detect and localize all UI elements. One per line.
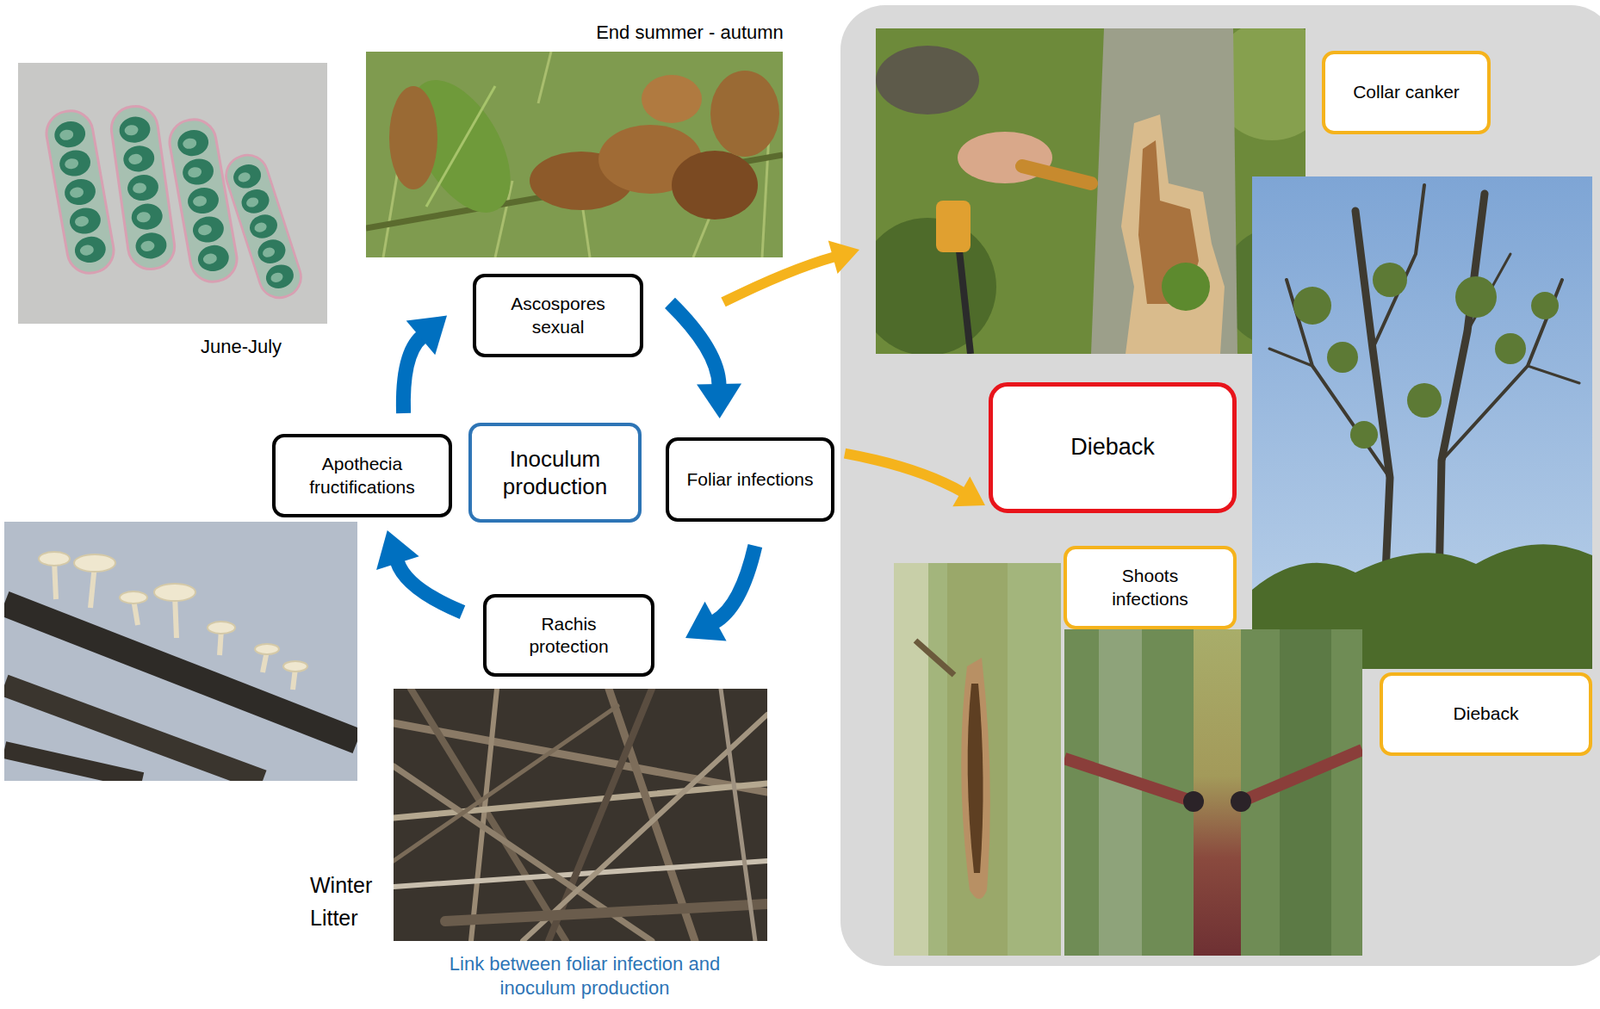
symptom-box: Dieback xyxy=(1379,672,1593,757)
arrow-head xyxy=(685,601,727,642)
shoot-photo xyxy=(1064,629,1363,956)
box-label: Foliar infections xyxy=(686,468,813,491)
box-label: Dieback xyxy=(1070,433,1155,463)
arrow-head xyxy=(406,316,447,356)
season-label: Winter Litter xyxy=(310,869,397,935)
spores-photo xyxy=(18,62,328,324)
box-label: Ascospores sexual xyxy=(496,292,620,339)
box-label: Rachis protection xyxy=(512,613,626,659)
process-box: Apothecia fructifications xyxy=(272,434,453,518)
arrow-head xyxy=(828,240,860,274)
process-box: Foliar infections xyxy=(665,437,835,522)
season-label: End summer - autumn xyxy=(560,20,819,45)
cycle-arrow xyxy=(669,303,742,419)
symptom-photo: Collar canker xyxy=(875,28,1306,354)
arrow-head xyxy=(952,477,986,508)
box-label: Dieback xyxy=(1453,702,1520,726)
tree-photo xyxy=(1252,176,1593,670)
arrow-line xyxy=(844,453,963,493)
arrow-line xyxy=(396,561,463,613)
arrow-line xyxy=(713,545,756,623)
litter-photo xyxy=(393,688,768,942)
cycle-arrow xyxy=(403,316,447,415)
shoot-photo xyxy=(893,563,1061,956)
process-box: Ascospores sexual xyxy=(472,273,644,358)
arrow-line xyxy=(723,256,835,303)
leaves-photo xyxy=(365,51,783,258)
box-label: Shoots infections xyxy=(1092,564,1208,611)
season-label: June-July xyxy=(155,334,328,360)
panel xyxy=(840,5,1600,967)
box-label: Collar canker xyxy=(1352,80,1460,104)
cycle-arrow xyxy=(844,453,986,508)
arrow-line xyxy=(403,336,422,414)
symptom-box: Shoots infections xyxy=(1063,545,1237,630)
cycle-arrow xyxy=(723,240,860,303)
box-label: Apothecia fructifications xyxy=(291,452,434,499)
cycle-arrow xyxy=(376,530,463,613)
note-text: Link between foliar infection and inocul… xyxy=(421,952,749,1000)
cycle-arrow xyxy=(685,545,756,641)
arrow-head xyxy=(696,384,742,419)
arrow-head xyxy=(376,530,420,571)
process-box: Rachis protection xyxy=(483,594,655,677)
arrow-line xyxy=(669,303,720,386)
label-box: Collar canker xyxy=(1321,50,1491,135)
outcome-box: Dieback xyxy=(988,382,1237,514)
center-box: Inoculum production xyxy=(468,422,642,523)
apothecia-photo xyxy=(4,521,358,782)
box-label: Inoculum production xyxy=(483,445,627,502)
